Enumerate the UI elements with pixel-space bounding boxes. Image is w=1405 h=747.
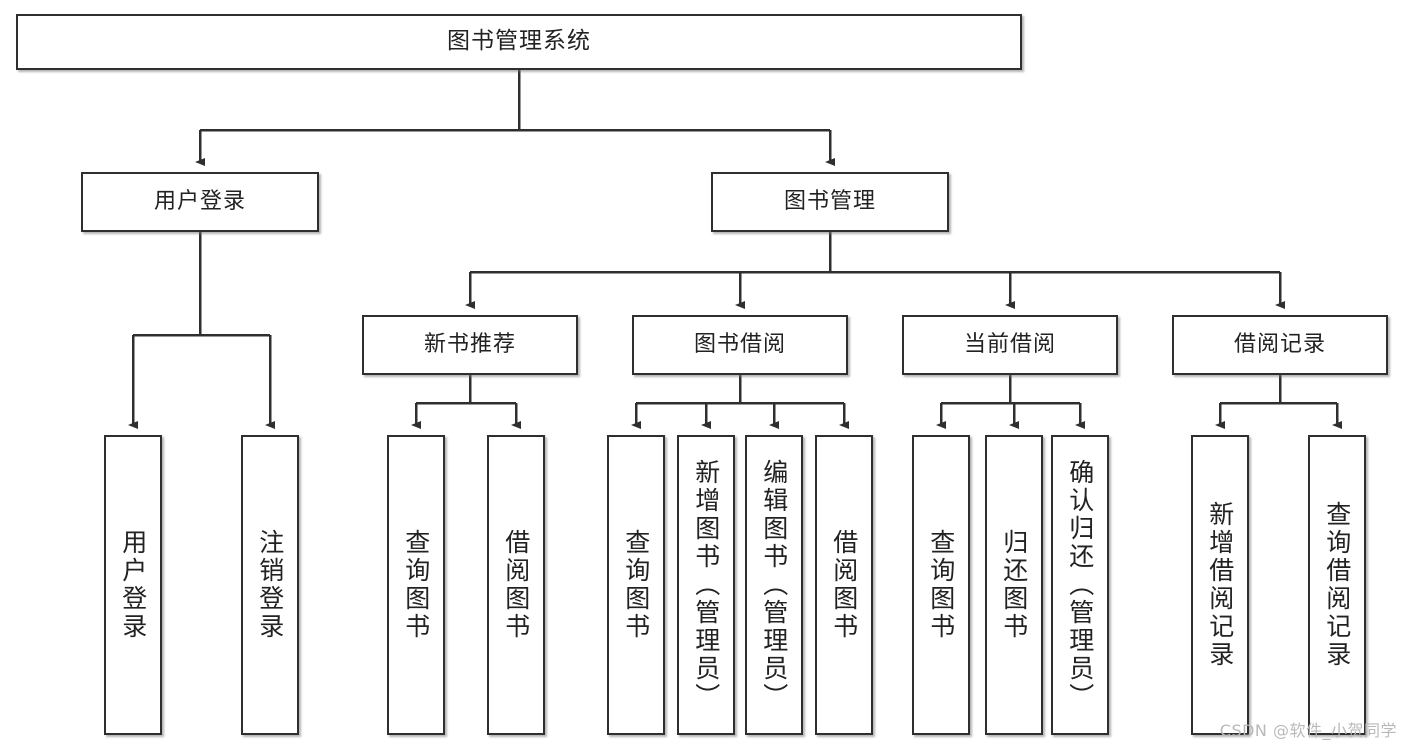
node-new-book-rec[interactable]: 新书推荐: [362, 315, 578, 375]
node-leaf-query-record-label: 查询借阅记录: [1322, 501, 1352, 669]
node-book-borrow-label: 图书借阅: [693, 332, 786, 358]
node-leaf-borrow-book-2[interactable]: 借阅图书: [815, 435, 873, 735]
node-leaf-add-book[interactable]: 新增图书（管理员）: [677, 435, 735, 735]
node-root-label: 图书管理系统: [447, 28, 591, 55]
node-current-borrow[interactable]: 当前借阅: [902, 315, 1118, 375]
node-leaf-query-record[interactable]: 查询借阅记录: [1308, 435, 1366, 735]
node-leaf-query-book-2-label: 查询图书: [621, 529, 651, 641]
node-leaf-edit-book-label: 编辑图书（管理员）: [759, 459, 789, 711]
node-borrow-record-label: 借阅记录: [1233, 332, 1326, 358]
node-leaf-user-login[interactable]: 用户登录: [104, 435, 162, 735]
node-leaf-query-book-3-label: 查询图书: [926, 529, 956, 641]
node-borrow-record[interactable]: 借阅记录: [1172, 315, 1388, 375]
node-leaf-borrow-book-1[interactable]: 借阅图书: [487, 435, 545, 735]
node-leaf-add-record[interactable]: 新增借阅记录: [1191, 435, 1249, 735]
node-leaf-query-book-2[interactable]: 查询图书: [607, 435, 665, 735]
node-leaf-return-book[interactable]: 归还图书: [985, 435, 1043, 735]
node-leaf-confirm-return[interactable]: 确认归还（管理员）: [1051, 435, 1109, 735]
node-root[interactable]: 图书管理系统: [16, 14, 1022, 70]
node-leaf-edit-book[interactable]: 编辑图书（管理员）: [745, 435, 803, 735]
node-leaf-query-book-1[interactable]: 查询图书: [387, 435, 445, 735]
node-leaf-add-record-label: 新增借阅记录: [1205, 501, 1235, 669]
node-leaf-logout-label: 注销登录: [255, 529, 285, 641]
node-user-login-label: 用户登录: [153, 189, 246, 215]
node-leaf-borrow-book-1-label: 借阅图书: [501, 529, 531, 641]
node-new-book-rec-label: 新书推荐: [423, 332, 516, 358]
csdn-watermark: CSDN @软件_小贺同学: [1219, 721, 1397, 740]
node-leaf-confirm-return-label: 确认归还（管理员）: [1065, 459, 1095, 711]
node-book-borrow[interactable]: 图书借阅: [632, 315, 848, 375]
node-leaf-user-login-label: 用户登录: [118, 529, 148, 641]
node-leaf-logout[interactable]: 注销登录: [241, 435, 299, 735]
node-book-manage-label: 图书管理: [783, 189, 876, 215]
node-current-borrow-label: 当前借阅: [963, 332, 1056, 358]
node-leaf-query-book-3[interactable]: 查询图书: [912, 435, 970, 735]
node-leaf-query-book-1-label: 查询图书: [401, 529, 431, 641]
node-user-login[interactable]: 用户登录: [81, 172, 319, 232]
node-leaf-return-book-label: 归还图书: [999, 529, 1029, 641]
node-leaf-borrow-book-2-label: 借阅图书: [829, 529, 859, 641]
node-leaf-add-book-label: 新增图书（管理员）: [691, 459, 721, 711]
node-book-manage[interactable]: 图书管理: [711, 172, 949, 232]
